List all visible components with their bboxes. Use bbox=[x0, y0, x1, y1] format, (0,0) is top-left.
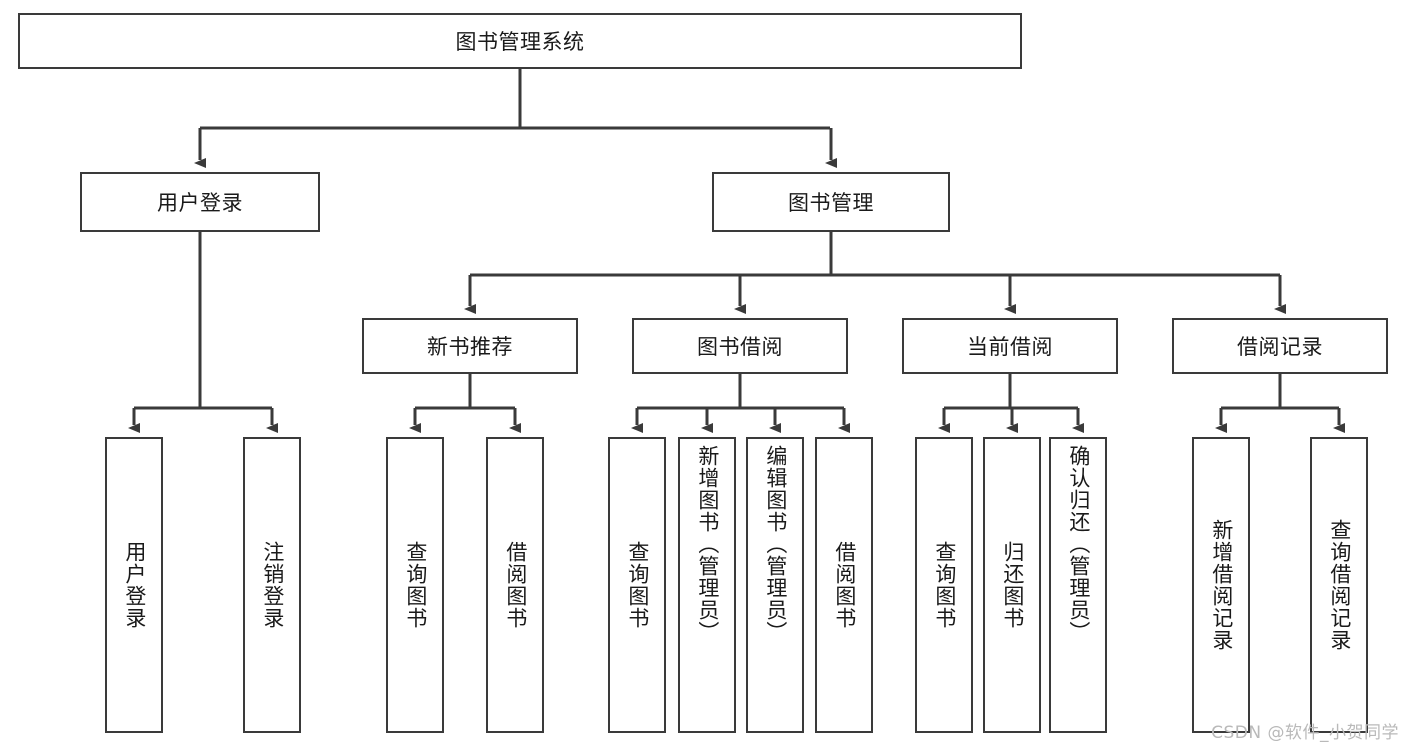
node-book-borrow-label: 图书借阅 bbox=[697, 335, 783, 359]
node-current-borrow-label: 当前借阅 bbox=[967, 335, 1053, 359]
leaf-user-login[interactable]: 用户登录 bbox=[105, 437, 163, 733]
leaf-query-book-3-label: 查询图书 bbox=[932, 541, 957, 629]
leaf-edit-book[interactable]: 编辑图书（管理员） bbox=[746, 437, 804, 733]
leaf-confirm-return-label: 确认归还（管理员） bbox=[1066, 445, 1091, 643]
leaf-query-book-1[interactable]: 查询图书 bbox=[386, 437, 444, 733]
node-book-management[interactable]: 图书管理 bbox=[712, 172, 950, 232]
node-borrow-record-label: 借阅记录 bbox=[1237, 335, 1323, 359]
leaf-add-record[interactable]: 新增借阅记录 bbox=[1192, 437, 1250, 733]
node-current-borrow[interactable]: 当前借阅 bbox=[902, 318, 1118, 374]
node-book-borrow[interactable]: 图书借阅 bbox=[632, 318, 848, 374]
node-new-book-recommend-label: 新书推荐 bbox=[427, 335, 513, 359]
leaf-logout[interactable]: 注销登录 bbox=[243, 437, 301, 733]
leaf-add-book-label: 新增图书（管理员） bbox=[695, 445, 720, 643]
csdn-watermark: CSDN @软件_小贺同学 bbox=[1211, 723, 1399, 743]
node-new-book-recommend[interactable]: 新书推荐 bbox=[362, 318, 578, 374]
leaf-edit-book-label: 编辑图书（管理员） bbox=[763, 445, 788, 643]
leaf-borrow-book-2[interactable]: 借阅图书 bbox=[815, 437, 873, 733]
leaf-query-book-2[interactable]: 查询图书 bbox=[608, 437, 666, 733]
leaf-borrow-book-2-label: 借阅图书 bbox=[832, 541, 857, 629]
leaf-borrow-book-1[interactable]: 借阅图书 bbox=[486, 437, 544, 733]
node-root[interactable]: 图书管理系统 bbox=[18, 13, 1022, 69]
leaf-logout-label: 注销登录 bbox=[260, 541, 285, 629]
leaf-add-record-label: 新增借阅记录 bbox=[1209, 519, 1234, 651]
leaf-query-record[interactable]: 查询借阅记录 bbox=[1310, 437, 1368, 733]
leaf-query-book-3[interactable]: 查询图书 bbox=[915, 437, 973, 733]
leaf-return-book-label: 归还图书 bbox=[1000, 541, 1025, 629]
node-user-login-label: 用户登录 bbox=[157, 191, 243, 215]
node-root-label: 图书管理系统 bbox=[455, 30, 585, 54]
leaf-query-book-1-label: 查询图书 bbox=[403, 541, 428, 629]
leaf-user-login-label: 用户登录 bbox=[122, 541, 147, 629]
leaf-confirm-return[interactable]: 确认归还（管理员） bbox=[1049, 437, 1107, 733]
leaf-add-book[interactable]: 新增图书（管理员） bbox=[678, 437, 736, 733]
leaf-query-record-label: 查询借阅记录 bbox=[1327, 519, 1352, 651]
leaf-borrow-book-1-label: 借阅图书 bbox=[503, 541, 528, 629]
leaf-return-book[interactable]: 归还图书 bbox=[983, 437, 1041, 733]
node-user-login[interactable]: 用户登录 bbox=[80, 172, 320, 232]
leaf-query-book-2-label: 查询图书 bbox=[625, 541, 650, 629]
node-borrow-record[interactable]: 借阅记录 bbox=[1172, 318, 1388, 374]
node-book-management-label: 图书管理 bbox=[788, 191, 874, 215]
